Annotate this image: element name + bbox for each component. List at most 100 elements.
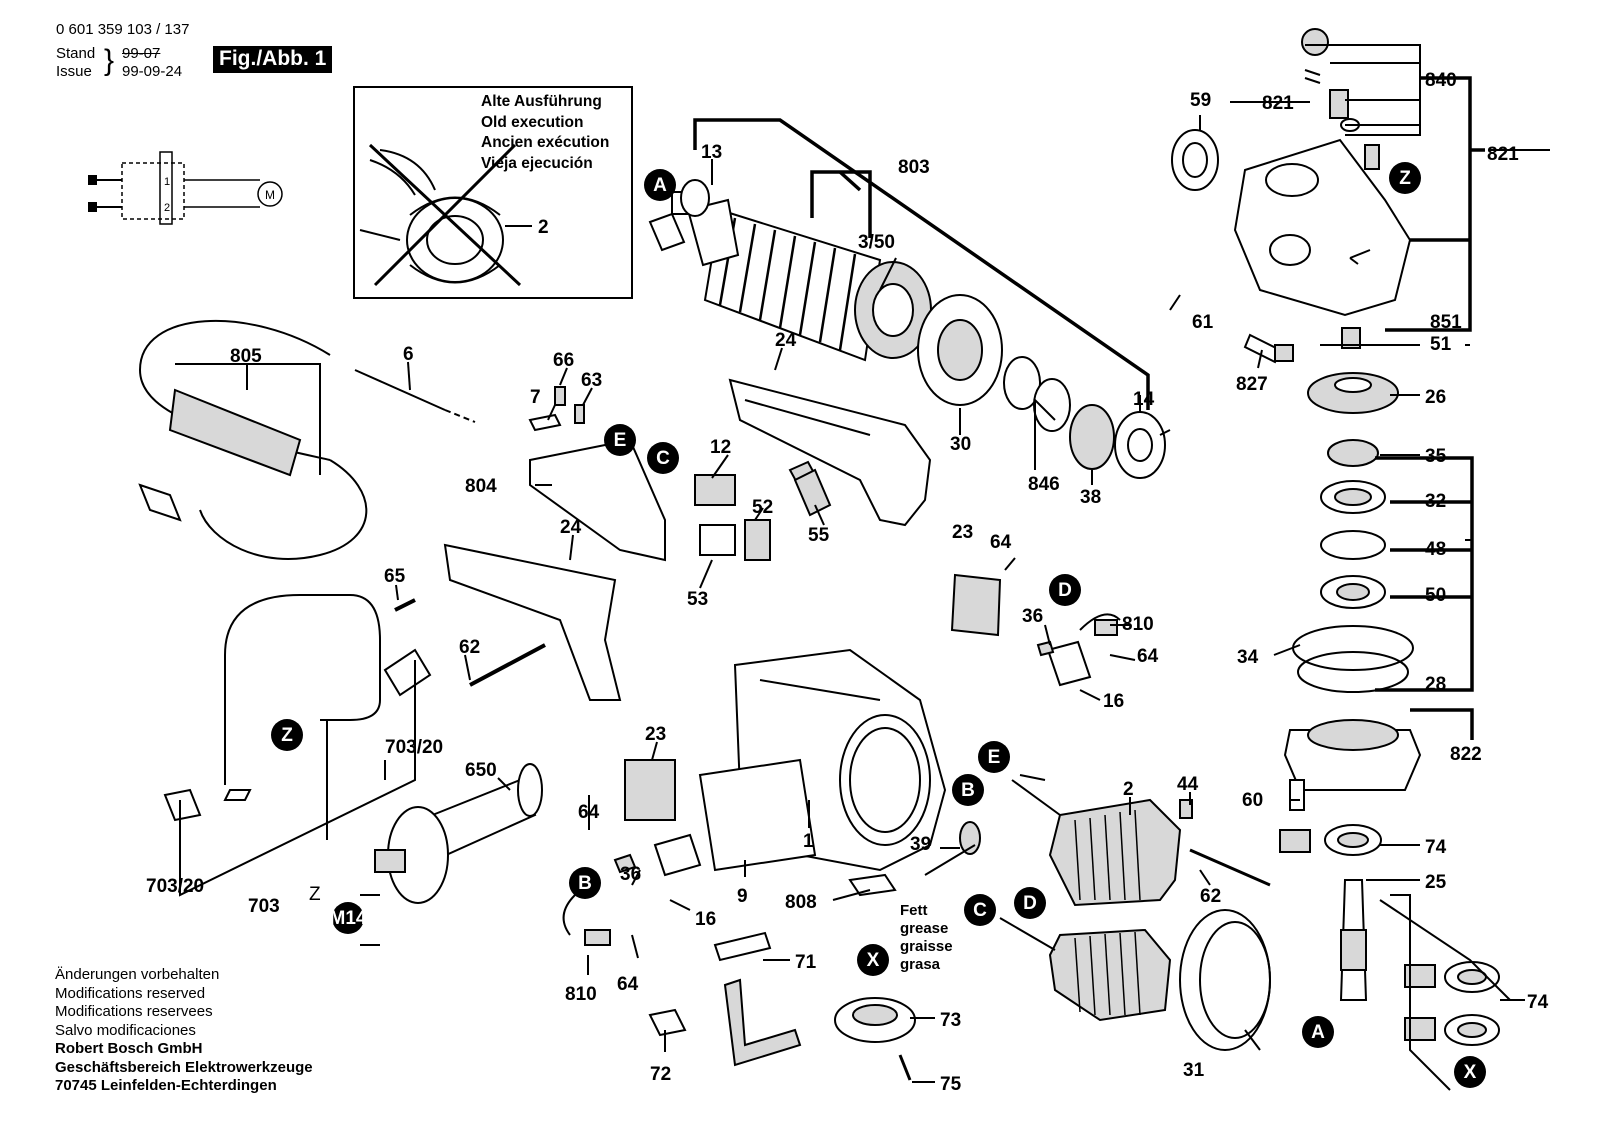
label-821-bracket: 821: [1487, 144, 1519, 165]
retaining-ring: [1003, 356, 1041, 410]
carbon-brush-810-left: [584, 929, 611, 946]
label-25: 25: [1425, 872, 1447, 893]
label-3-50: 3/50: [858, 232, 895, 253]
label-53: 53: [687, 589, 708, 610]
label-851: 851: [1430, 312, 1462, 333]
label-66: 66: [553, 350, 574, 371]
old-execution-line-de: Alte Ausführung: [481, 93, 602, 110]
label-74-upper: 74: [1425, 837, 1447, 858]
callout-d-coil: D: [1023, 893, 1037, 914]
label-703-20-right: 703/20: [385, 737, 443, 758]
label-2: 2: [1123, 779, 1134, 800]
callout-badges: A E C Z M14 B X B E C D A Z X D: [271, 162, 1486, 1088]
switch-52: [744, 519, 771, 561]
callout-c-switch: C: [656, 448, 670, 469]
callout-z-gearhead: Z: [1399, 168, 1411, 189]
motor-label: M: [265, 188, 275, 202]
screw-62: [469, 643, 546, 687]
stand-date-struck: 99-07: [122, 45, 161, 62]
bolt-703-20: [383, 648, 432, 697]
grease-note-fr: graisse: [900, 938, 953, 955]
circuit-diagram: M 1 2: [88, 151, 283, 225]
label-63: 63: [581, 370, 602, 391]
bracket-803: [693, 118, 1150, 410]
old-stator-drawing: 2: [359, 143, 549, 287]
callout-b-left: B: [578, 873, 592, 894]
label-703: 703: [248, 896, 280, 917]
label-23-right: 23: [952, 522, 973, 543]
label-808: 808: [785, 892, 817, 913]
label-24-lower: 24: [560, 517, 582, 538]
cord-sleeve: [168, 388, 302, 477]
label-16-right: 16: [1103, 691, 1124, 712]
callout-a-ring: A: [1311, 1022, 1325, 1043]
label-62-left: 62: [459, 637, 480, 658]
bow-handle: [224, 594, 381, 785]
label-14: 14: [1133, 389, 1155, 410]
part-39: [959, 821, 981, 855]
old-stator-part-number: 2: [538, 217, 549, 238]
clip-71: [713, 931, 772, 962]
footer-line-de: Änderungen vorbehalten: [55, 966, 220, 983]
footer: Änderungen vorbehalten Modifications res…: [55, 966, 313, 1096]
clamp-ring: [1292, 625, 1414, 671]
field-coil-lower: [999, 917, 1172, 1022]
armature: [671, 191, 932, 362]
field-coil-upper: [1011, 779, 1182, 907]
label-52: 52: [752, 497, 773, 518]
label-808: [848, 873, 897, 897]
label-805: 805: [230, 346, 262, 367]
callout-x-seal: X: [1464, 1062, 1477, 1083]
spindle-lock-button: [1301, 28, 1329, 56]
label-64-lower: 64: [617, 974, 639, 995]
label-64-right: 64: [990, 532, 1012, 553]
label-35: 35: [1425, 446, 1447, 467]
label-75: 75: [940, 1074, 962, 1095]
date-brace: }: [104, 44, 115, 77]
type-plate: [698, 758, 817, 872]
label-39: 39: [910, 834, 931, 855]
label-30: 30: [950, 434, 971, 455]
label-846: 846: [1028, 474, 1060, 495]
switch-53: [699, 524, 736, 556]
label-821-small: 821: [1262, 93, 1294, 114]
label-74-lower: 74: [1527, 992, 1549, 1013]
callout-z-side: M14: [330, 908, 367, 929]
old-execution-line-en: Old execution: [481, 113, 584, 131]
switch-12: [694, 474, 736, 506]
label-36-right: 36: [1022, 606, 1043, 627]
ring-48: [1320, 530, 1386, 560]
label-72: 72: [650, 1064, 671, 1085]
callout-a-top: A: [653, 175, 667, 196]
issue-label: Issue: [56, 63, 92, 80]
label-38: 38: [1080, 487, 1101, 508]
switch-assembly: [529, 438, 666, 562]
bracket-703: [179, 660, 416, 897]
label-9: 9: [737, 886, 748, 907]
company-address: 70745 Leinfelden-Echterdingen: [55, 1077, 277, 1094]
label-44: 44: [1177, 774, 1199, 795]
grease-note: Fett grease graisse grasa: [900, 902, 953, 973]
screw-75: [898, 1054, 912, 1081]
small-bearing: [680, 179, 710, 217]
issue-date: 99-09-24: [122, 63, 183, 80]
label-34: 34: [1237, 647, 1259, 668]
part-number-labels: 13 803 3/50 805 6 66 63 7 24 12 804 52 5…: [146, 70, 1549, 1095]
company-division: Geschäftsbereich Elektrowerkzeuge: [55, 1058, 313, 1076]
label-64-left: 64: [578, 802, 600, 823]
label-55: 55: [808, 525, 830, 546]
label-m14: Z: [309, 884, 321, 905]
terminal-1-label: 1: [164, 176, 170, 188]
brush-cover-23-right: [950, 573, 1002, 637]
bolt-72: [648, 1008, 687, 1037]
label-48: 48: [1425, 539, 1446, 560]
leader-lines: [175, 101, 1550, 1091]
label-6: 6: [403, 344, 414, 365]
label-7: 7: [530, 387, 541, 408]
terminal-2-label: 2: [164, 202, 170, 214]
company-name: Robert Bosch GmbH: [55, 1040, 203, 1057]
old-execution-box: Alte Ausführung Old execution Ancien exé…: [353, 86, 633, 299]
grease-note-en: grease: [900, 920, 948, 937]
label-810-left: 810: [565, 984, 597, 1005]
stand-label: Stand: [56, 45, 96, 62]
